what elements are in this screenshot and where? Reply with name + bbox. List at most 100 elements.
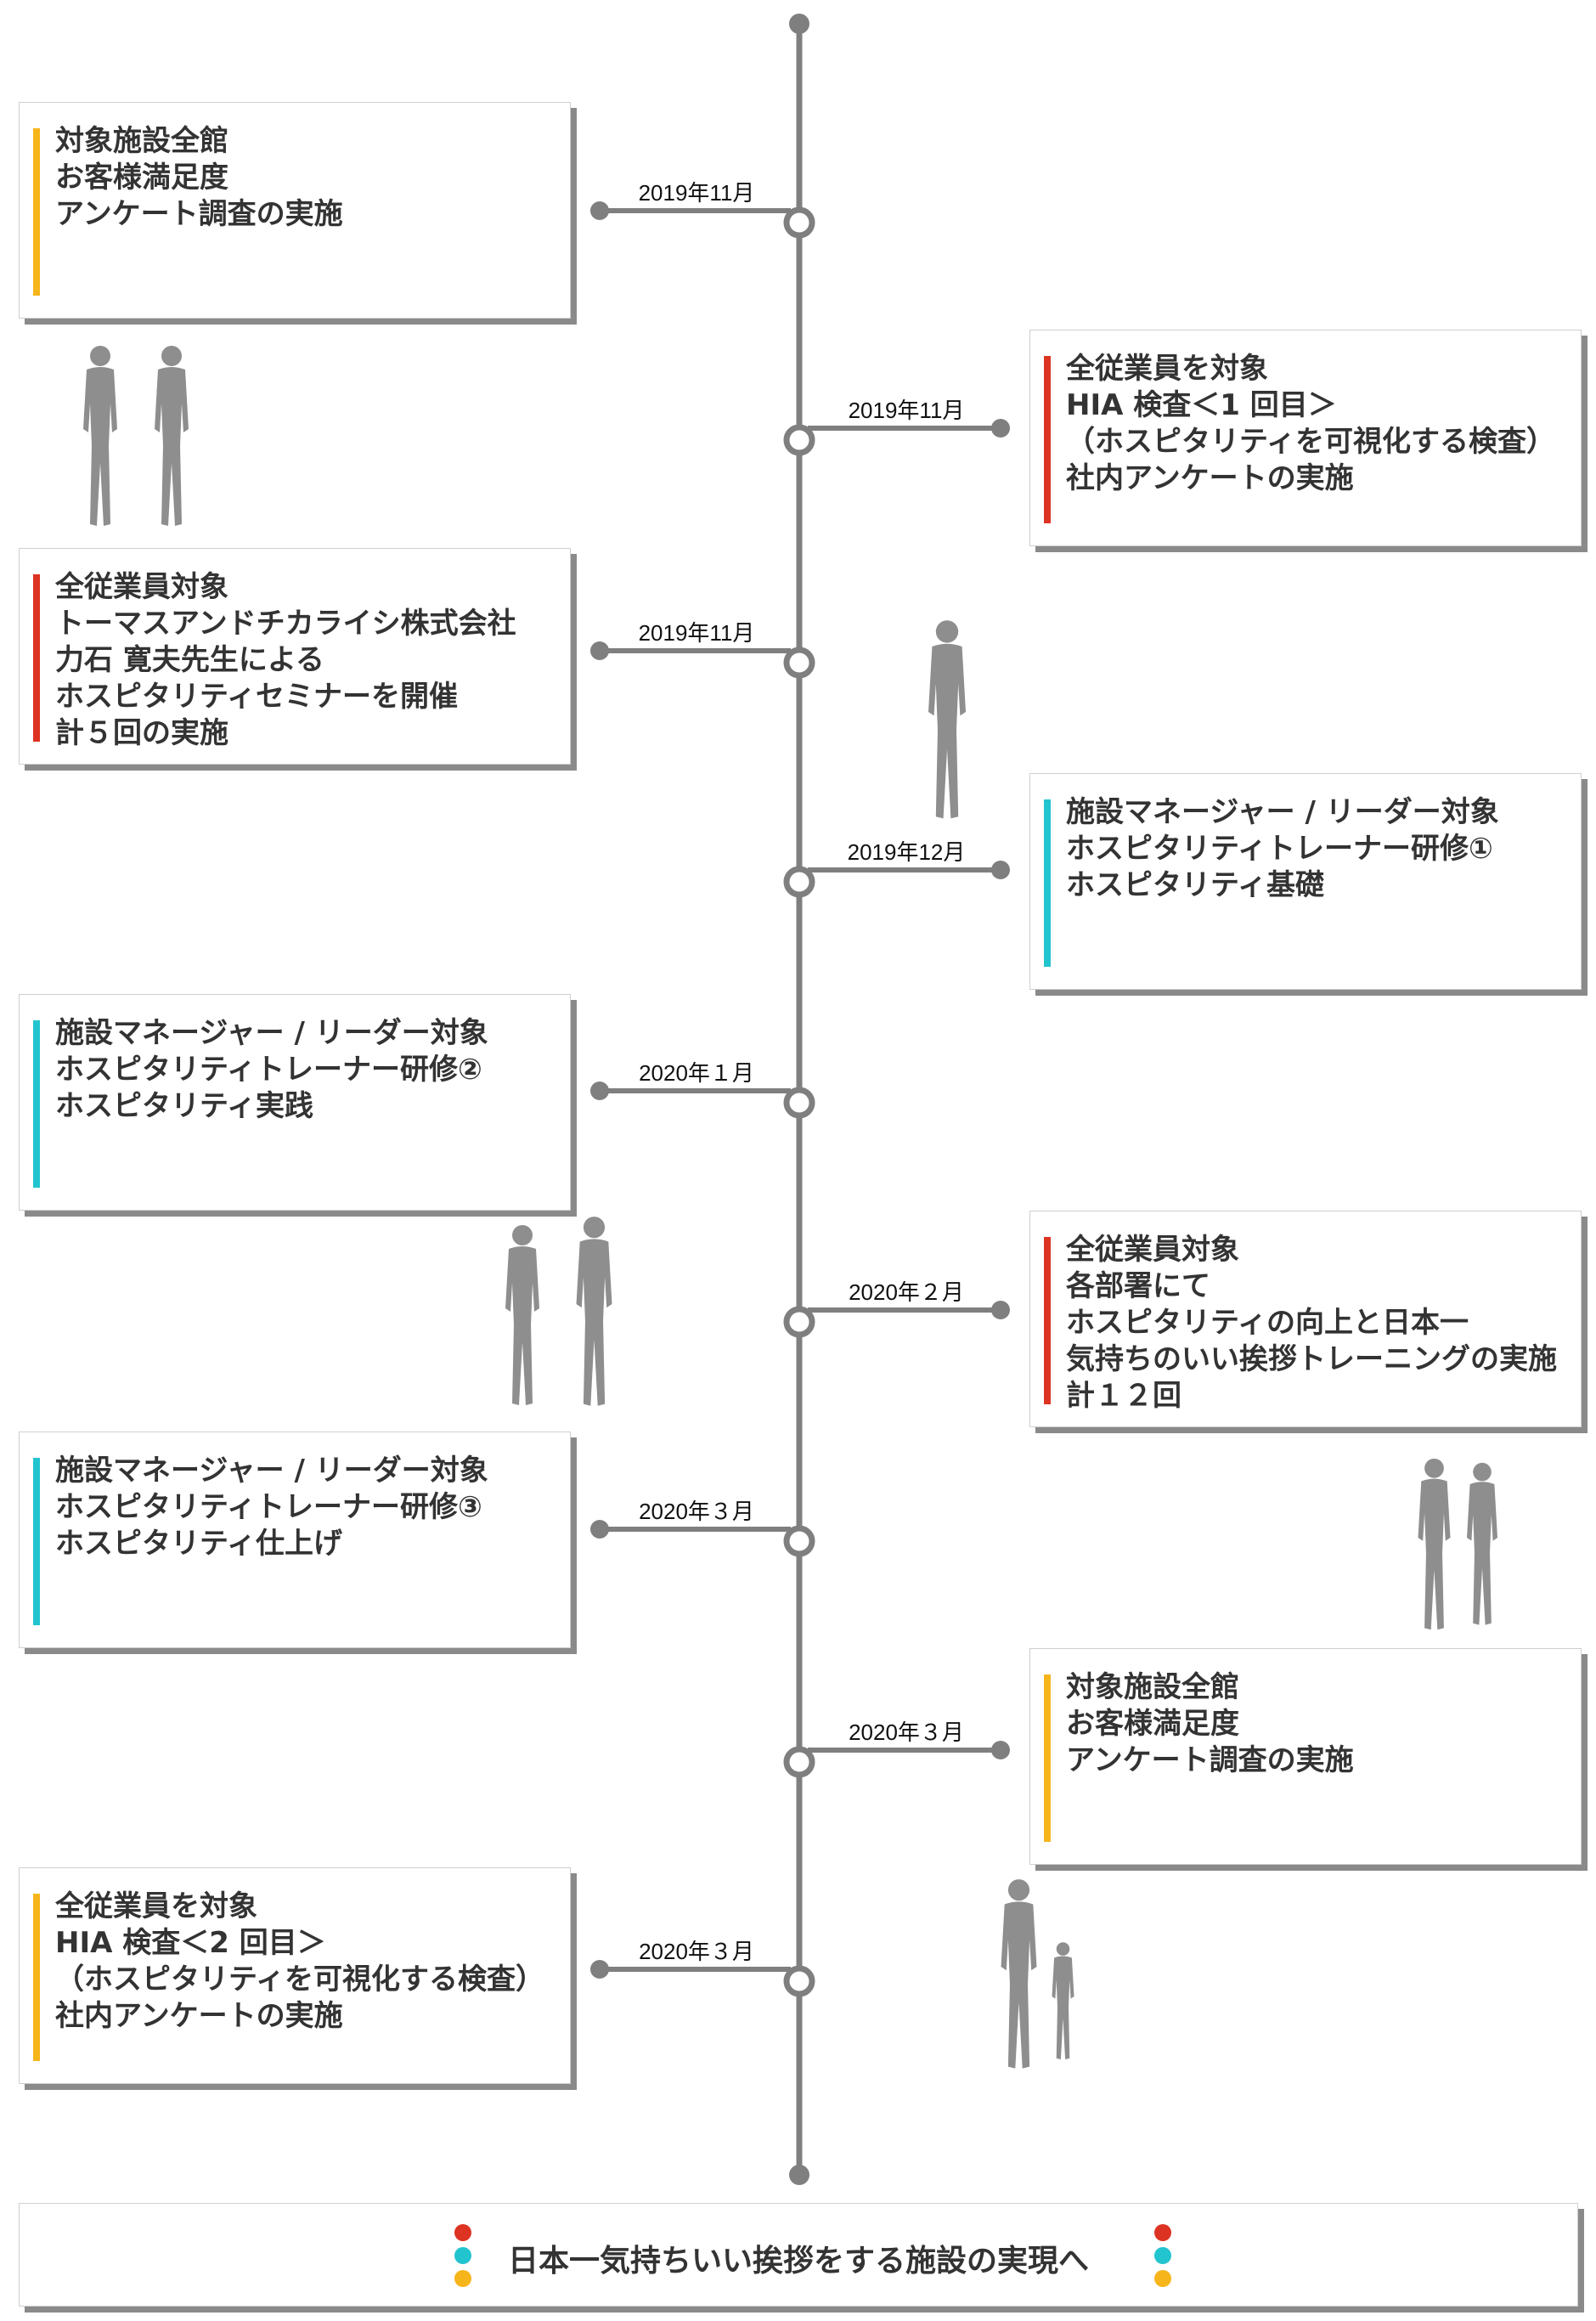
event-card: 対象施設全館お客様満足度アンケート調査の実施 <box>19 102 571 319</box>
goal-banner: 日本一気持ちいい挨拶をする施設の実現へ <box>19 2203 1578 2307</box>
timeline-node <box>783 206 815 239</box>
accent-bar <box>1044 1674 1051 1842</box>
event-text-line: 全従業員対象 <box>55 570 228 604</box>
event-text-line: 社内アンケートの実施 <box>1066 461 1354 495</box>
goal-dot <box>454 2224 471 2241</box>
timeline-node <box>783 424 815 456</box>
timeline-node <box>783 1746 815 1778</box>
accent-bar <box>33 1894 40 2061</box>
branch-end-dot <box>991 1301 1010 1319</box>
event-date: 2019年11月 <box>638 180 755 206</box>
event-date: 2020年３月 <box>849 1720 964 1745</box>
event-date: 2020年１月 <box>639 1060 754 1086</box>
event-text-line: HIA 検査＜2 回目＞ <box>55 1926 326 1960</box>
event-text-line: アンケート調査の実施 <box>1066 1743 1354 1777</box>
goal-dot <box>1154 2270 1171 2287</box>
people-silhouette-icon <box>1052 1942 1074 2060</box>
event-text-line: （ホスピタリティを可視化する検査） <box>1066 425 1555 459</box>
branch-end-dot <box>991 1741 1010 1759</box>
event-text-line: ホスピタリティトレーナー研修③ <box>55 1490 482 1524</box>
event-date: 2019年11月 <box>848 398 965 423</box>
event-text-line: トーマスアンドチカライシ株式会社 <box>55 607 516 641</box>
event-text-line: アンケート調査の実施 <box>55 197 343 231</box>
spine-end-dot <box>789 2165 809 2185</box>
accent-bar <box>33 574 40 742</box>
event-date: 2020年３月 <box>639 1939 754 1964</box>
people-silhouette-icon <box>505 1225 539 1405</box>
event-text-line: ホスピタリティ実践 <box>55 1089 313 1123</box>
event-text-line: 施設マネージャー / リーダー対象 <box>55 1454 488 1488</box>
event-text-line: 全従業員対象 <box>1066 1233 1239 1267</box>
event-text-line: 対象施設全館 <box>1066 1670 1239 1704</box>
event-card: 全従業員対象各部署にてホスピタリティの向上と日本一気持ちのいい挨拶トレーニングの… <box>1029 1211 1582 1427</box>
event-text-line: ホスピタリティトレーナー研修① <box>1066 832 1493 866</box>
goal-dot <box>454 2247 471 2264</box>
event-text-line: 社内アンケートの実施 <box>55 1999 343 2033</box>
timeline-node <box>783 1965 815 1997</box>
event-date: 2020年２月 <box>849 1279 964 1305</box>
accent-bar <box>33 1458 40 1625</box>
goal-text: 日本一気持ちいい挨拶をする施設の実現へ <box>507 2244 1089 2279</box>
people-silhouette-icon <box>1001 1879 1037 2069</box>
goal-dot <box>1154 2247 1171 2264</box>
people-silhouette-icon <box>928 620 966 819</box>
people-silhouette-icon <box>1418 1458 1451 1630</box>
branch-end-dot <box>991 861 1010 879</box>
event-text-line: 力石 寛夫先生による <box>55 643 324 677</box>
spine-start-dot <box>789 14 809 34</box>
event-text-line: ホスピタリティ仕上げ <box>55 1527 342 1561</box>
event-text-line: 対象施設全館 <box>55 124 228 158</box>
people-silhouette-icon <box>83 346 117 526</box>
timeline-node <box>783 647 815 679</box>
timeline-node <box>783 866 815 898</box>
event-text-line: 気持ちのいい挨拶トレーニングの実施 <box>1066 1342 1557 1376</box>
timeline-node <box>783 1087 815 1119</box>
event-text-line: 施設マネージャー / リーダー対象 <box>55 1016 488 1050</box>
people-silhouette-icon <box>155 346 189 526</box>
goal-dots-left <box>454 2224 473 2293</box>
people-silhouette-icon <box>1467 1462 1497 1625</box>
event-text-line: 施設マネージャー / リーダー対象 <box>1066 795 1499 829</box>
goal-dots-right <box>1154 2224 1173 2293</box>
event-text-line: HIA 検査＜1 回目＞ <box>1066 388 1337 422</box>
timeline-node <box>783 1525 815 1557</box>
event-text-line: ホスピタリティセミナーを開催 <box>55 680 458 714</box>
event-card: 全従業員対象トーマスアンドチカライシ株式会社力石 寛夫先生によるホスピタリティセ… <box>19 548 571 765</box>
accent-bar <box>1044 799 1051 967</box>
accent-bar <box>33 128 40 296</box>
event-text-line: お客様満足度 <box>55 161 228 195</box>
branch-end-dot <box>590 201 609 220</box>
event-date: 2019年12月 <box>847 839 966 865</box>
event-text-line: ホスピタリティの向上と日本一 <box>1066 1306 1469 1340</box>
branch-end-dot <box>991 419 1010 438</box>
branch-end-dot <box>590 1520 609 1539</box>
accent-bar <box>33 1020 40 1188</box>
event-text-line: 各部署にて <box>1066 1269 1210 1303</box>
event-date: 2020年３月 <box>639 1499 754 1524</box>
event-date: 2019年11月 <box>638 620 755 646</box>
branch-end-dot <box>590 1960 609 1979</box>
goal-dot <box>454 2270 471 2287</box>
event-text-line: ホスピタリティトレーナー研修② <box>55 1053 482 1087</box>
event-text-line: お客様満足度 <box>1066 1707 1239 1741</box>
event-card: 対象施設全館お客様満足度アンケート調査の実施 <box>1029 1648 1582 1865</box>
people-silhouette-icon <box>576 1217 612 1406</box>
event-text-line: 全従業員を対象 <box>55 1889 257 1923</box>
goal-dot <box>1154 2224 1171 2241</box>
branch-end-dot <box>590 641 609 660</box>
event-text-line: ホスピタリティ基礎 <box>1066 868 1324 902</box>
accent-bar <box>1044 1237 1051 1404</box>
branch-end-dot <box>590 1081 609 1100</box>
event-text-line: 計５回の実施 <box>55 716 228 750</box>
accent-bar <box>1044 356 1051 523</box>
event-text-line: 計１２回 <box>1066 1379 1181 1413</box>
timeline-node <box>783 1306 815 1338</box>
event-text-line: （ホスピタリティを可視化する検査） <box>55 1962 544 1996</box>
